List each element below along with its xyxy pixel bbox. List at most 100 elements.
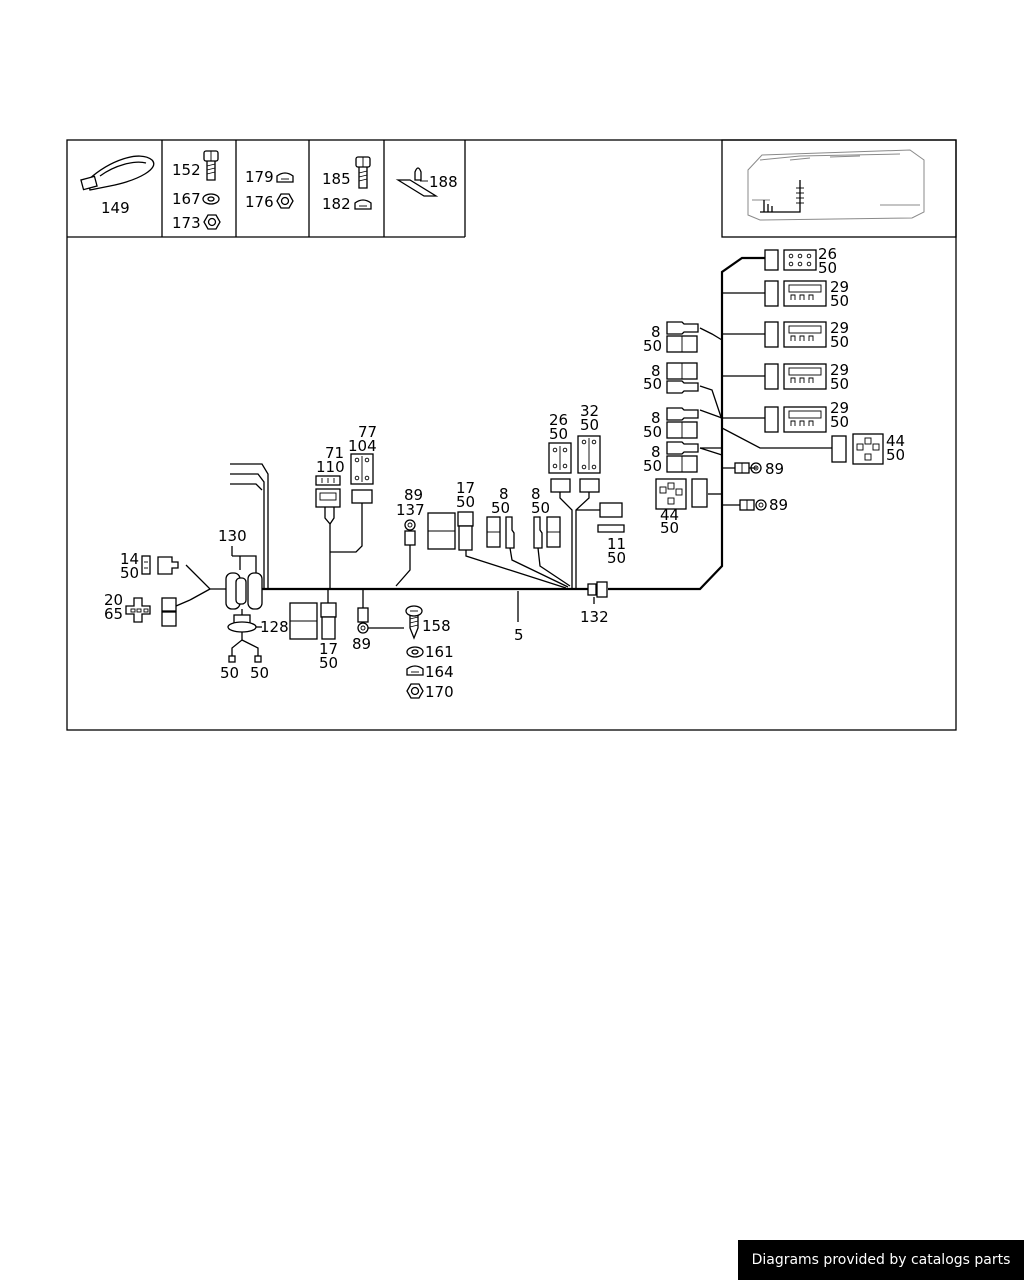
label-50-29c: 50 xyxy=(830,375,849,393)
connector-17-50-lower xyxy=(289,589,337,640)
label-8-e: 8 xyxy=(499,485,509,503)
connector-26-50-top xyxy=(764,249,817,271)
connector-20-65 xyxy=(125,597,191,627)
label-167: 167 xyxy=(172,190,201,208)
label-17-upper: 17 xyxy=(456,479,475,497)
label-11: 11 xyxy=(607,535,626,553)
label-50-11: 50 xyxy=(607,549,626,567)
self-tapping-screw-icon xyxy=(405,605,423,640)
flat-washer-icon xyxy=(406,646,424,658)
label-158: 158 xyxy=(422,617,451,635)
legend-spring-washer-icon xyxy=(202,193,220,205)
label-50-8c: 50 xyxy=(643,423,662,441)
connector-26-50-mid xyxy=(548,442,572,493)
connector-8-50-d xyxy=(666,441,699,473)
label-50-32: 50 xyxy=(580,416,599,434)
connector-8-50-f xyxy=(533,516,561,549)
label-137: 137 xyxy=(396,501,425,519)
diagram-frame xyxy=(66,139,957,731)
label-50-left-b: 50 xyxy=(250,664,269,682)
connector-44-50-right xyxy=(831,433,884,465)
label-65: 65 xyxy=(104,605,123,623)
label-32: 32 xyxy=(580,402,599,420)
ring-terminal-89-lower xyxy=(357,589,404,634)
branch-wires-center xyxy=(465,547,571,589)
harness-clip-132 xyxy=(587,581,608,604)
label-50-top: 50 xyxy=(818,259,837,277)
label-50-29b: 50 xyxy=(830,333,849,351)
label-29-d: 29 xyxy=(830,399,849,417)
label-26-mid: 26 xyxy=(549,411,568,429)
vehicle-locator-box xyxy=(721,139,957,238)
label-8-a: 8 xyxy=(651,323,661,341)
ring-terminal-89-a xyxy=(734,462,762,474)
harness-upper-branch xyxy=(230,463,269,589)
grommet-130 xyxy=(185,546,263,610)
ring-terminal-89-137 xyxy=(395,519,416,587)
legend-bolt-2-icon xyxy=(355,156,371,189)
label-29-c: 29 xyxy=(830,361,849,379)
label-44-relay: 44 xyxy=(660,506,679,524)
label-161: 161 xyxy=(425,643,454,661)
connector-29-50-a xyxy=(764,280,827,307)
label-50-8b: 50 xyxy=(643,375,662,393)
label-110: 110 xyxy=(316,458,345,476)
label-50-44relay: 50 xyxy=(660,519,679,537)
label-50-29a: 50 xyxy=(830,292,849,310)
label-50-26mid: 50 xyxy=(549,425,568,443)
label-185: 185 xyxy=(322,170,351,188)
label-182: 182 xyxy=(322,195,351,213)
label-50-29d: 50 xyxy=(830,413,849,431)
connector-8-50-b xyxy=(666,362,699,394)
connector-8-50-a xyxy=(666,321,699,353)
label-128: 128 xyxy=(260,618,289,636)
label-179: 179 xyxy=(245,168,274,186)
legend-bolt-icon xyxy=(203,150,219,181)
connector-8-50-e xyxy=(486,516,515,549)
label-104: 104 xyxy=(348,437,377,455)
legend-cable-tie xyxy=(80,155,155,191)
label-132: 132 xyxy=(580,608,609,626)
label-8-c: 8 xyxy=(651,409,661,427)
connector-44-50-relay xyxy=(655,478,708,510)
label-130: 130 xyxy=(218,527,247,545)
label-173: 173 xyxy=(172,214,201,232)
label-188: 188 xyxy=(429,173,458,191)
connector-8-50-c xyxy=(666,407,699,439)
label-89-b: 89 xyxy=(769,496,788,514)
vehicle-outline-locator xyxy=(747,149,925,221)
legend-clip-nut-icon xyxy=(276,172,294,183)
label-5: 5 xyxy=(514,626,524,644)
label-50-14: 50 xyxy=(120,564,139,582)
label-29-b: 29 xyxy=(830,319,849,337)
connector-77-104 xyxy=(330,453,374,553)
legend-nut-icon xyxy=(276,193,294,209)
label-89-lower: 89 xyxy=(352,635,371,653)
label-17-lower: 17 xyxy=(319,640,338,658)
label-89-137-top: 89 xyxy=(404,486,423,504)
connector-32-50 xyxy=(577,435,601,493)
hex-nut-lower-icon xyxy=(406,683,424,699)
connector-11-50 xyxy=(597,502,625,533)
legend-hex-nut-icon xyxy=(203,214,221,230)
connector-29-50-b xyxy=(764,321,827,348)
label-164: 164 xyxy=(425,663,454,681)
label-8-d: 8 xyxy=(651,443,661,461)
main-harness-trunk xyxy=(262,256,832,591)
connector-71-110 xyxy=(315,475,341,589)
label-89-a: 89 xyxy=(765,460,784,478)
label-26-top: 26 xyxy=(818,245,837,263)
connector-29-50-c xyxy=(764,363,827,390)
legend-holder-clip-icon xyxy=(395,167,439,197)
label-44-right: 44 xyxy=(886,432,905,450)
label-170: 170 xyxy=(425,683,454,701)
label-50-left-a: 50 xyxy=(220,664,239,682)
legend-clip-nut-2-icon xyxy=(354,199,372,210)
label-20: 20 xyxy=(104,591,123,609)
label-29-a: 29 xyxy=(830,278,849,296)
label-50-8e: 50 xyxy=(491,499,510,517)
label-8-f: 8 xyxy=(531,485,541,503)
grommet-128 xyxy=(227,609,262,663)
branch-wires-mid xyxy=(559,492,600,589)
